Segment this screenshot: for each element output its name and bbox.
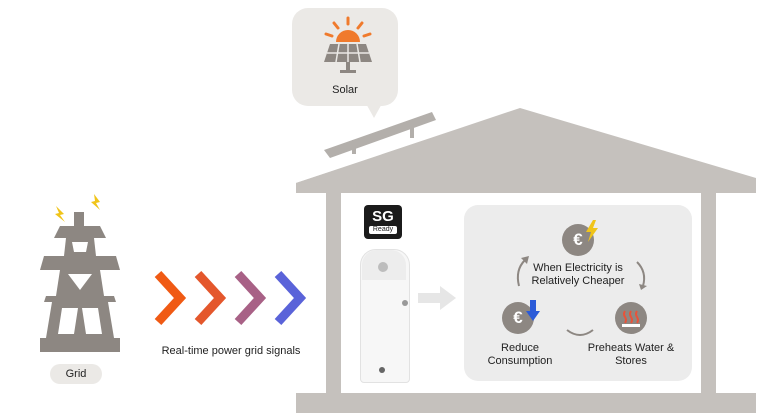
chevron-right-icon xyxy=(194,270,227,326)
lightning-icon xyxy=(586,220,598,242)
heater-label-dot xyxy=(378,262,388,272)
sg-ready-badge: SG Ready xyxy=(364,205,402,239)
solar-bubble-tail xyxy=(364,100,384,118)
signal-chevrons xyxy=(154,270,307,326)
house-roof xyxy=(296,108,756,193)
power-tower-icon xyxy=(40,194,120,352)
chevron-right-icon xyxy=(274,270,307,326)
cycle-arrows xyxy=(516,256,647,336)
cycle-arrow-icon xyxy=(516,259,526,287)
sg-badge-text: SG xyxy=(372,208,394,225)
cycle-arrow-icon xyxy=(636,261,646,287)
grid-pill xyxy=(50,364,102,384)
sun-icon xyxy=(324,16,372,73)
chevron-right-icon xyxy=(154,270,187,326)
heater-knob xyxy=(402,300,408,306)
cycle-left-label: Reduce Consumption xyxy=(487,342,553,367)
house-wall-right xyxy=(701,190,716,413)
house-roof-left xyxy=(296,133,448,193)
cycle-arrow-icon xyxy=(566,329,594,336)
cycle-top-label: When Electricity is Relatively Cheaper xyxy=(531,262,625,287)
sg-badge-subtext: Ready xyxy=(369,226,397,234)
signals-label: Real-time power grid signals xyxy=(161,345,301,357)
down-arrow-icon xyxy=(526,300,540,321)
heating-element-icon xyxy=(615,302,647,334)
roof-solar-panel xyxy=(324,112,436,158)
chevron-right-icon xyxy=(234,270,267,326)
euro-coin-icon: € xyxy=(502,302,534,334)
flow-arrow-icon xyxy=(418,286,456,310)
house-floor xyxy=(296,393,756,413)
house-wall-left xyxy=(326,190,341,413)
solar-label: Solar xyxy=(332,84,358,96)
heater-logo xyxy=(379,367,385,373)
cycle-right-label: Preheats Water & Stores xyxy=(587,342,675,367)
lightning-icon xyxy=(55,194,100,222)
grid-label: Grid xyxy=(65,368,87,380)
